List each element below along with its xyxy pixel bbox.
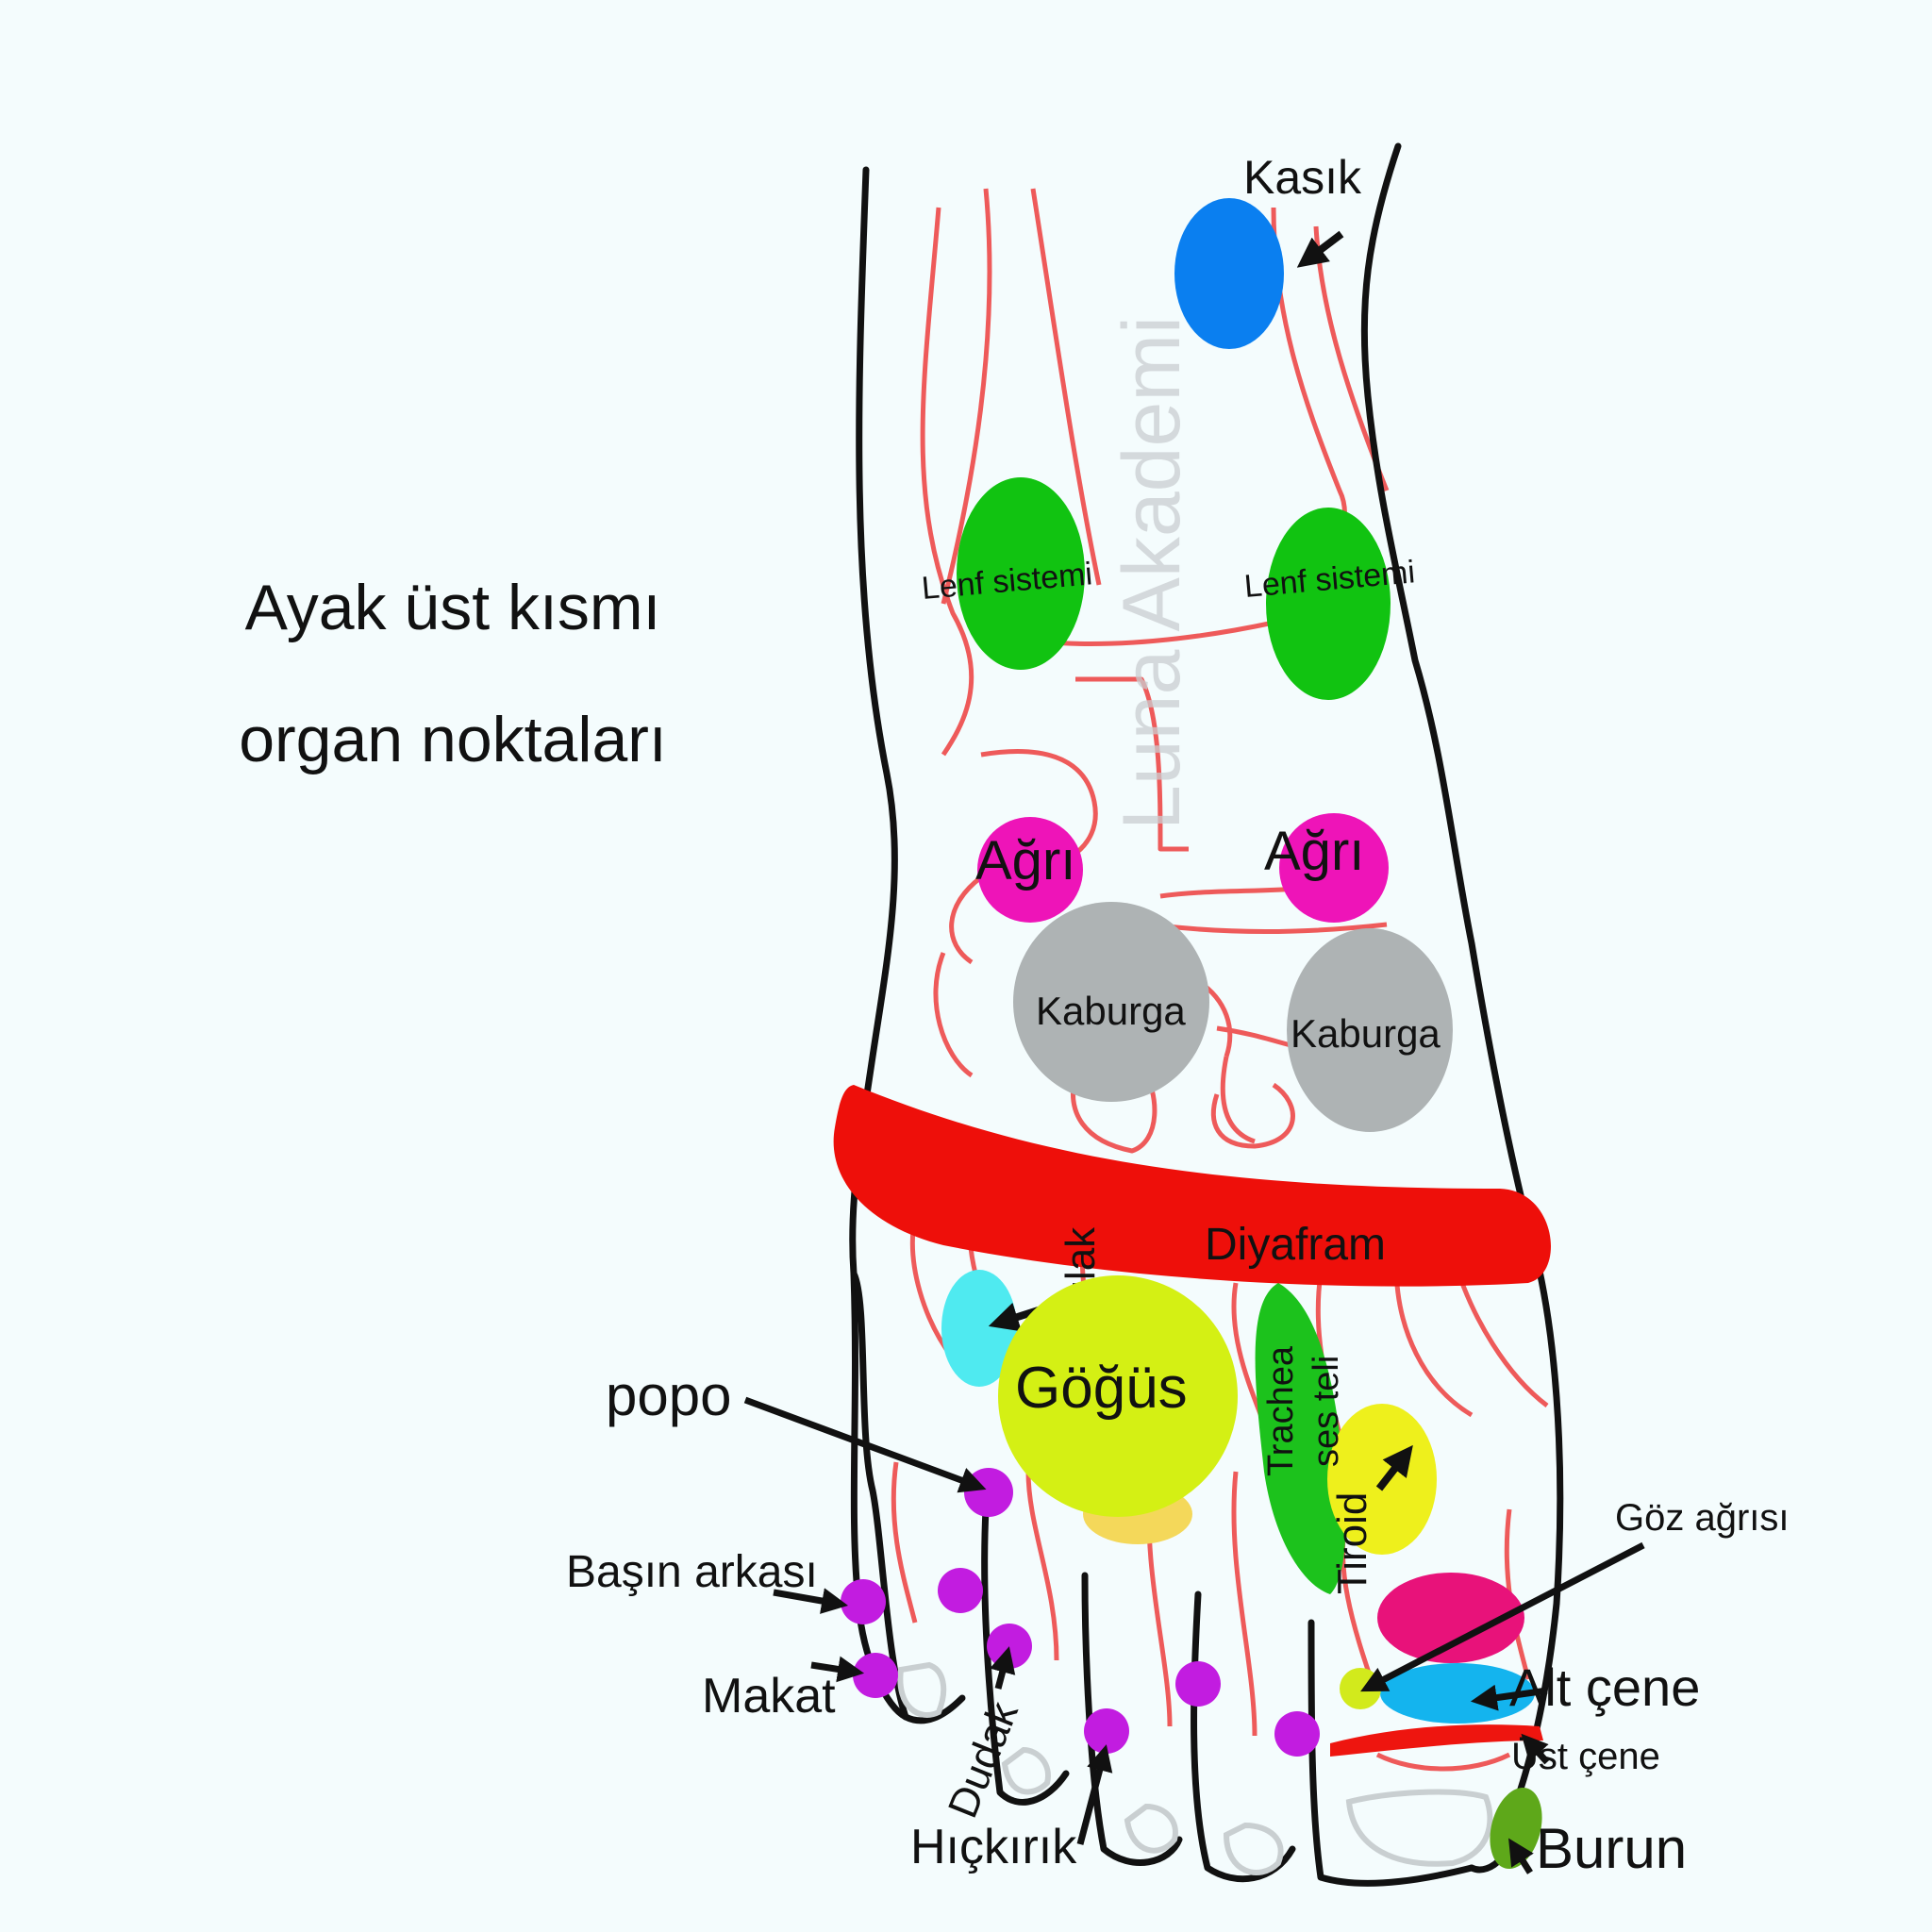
tiroid-arrow <box>1375 1444 1413 1491</box>
kasik-arrow <box>1296 230 1344 268</box>
kaburga-zone-right <box>1287 928 1453 1132</box>
kaburga-label-left: Kaburga <box>1036 989 1186 1033</box>
makat-arrow <box>810 1656 865 1683</box>
basin-arkasi-label: Başın arkası <box>566 1547 818 1597</box>
popo-label: popo <box>606 1364 731 1427</box>
agri-label-right: Ağrı <box>1264 821 1364 882</box>
goz-agrisi-arrow <box>1360 1541 1645 1692</box>
watermark-text: Luna Akademi <box>1107 316 1197 830</box>
diyafram-band <box>833 1085 1551 1287</box>
kasik-zone <box>1174 198 1284 349</box>
toe-point-4 <box>1274 1711 1320 1757</box>
popo-point <box>964 1468 1013 1517</box>
ust-cene-label: Üst çene <box>1511 1736 1660 1777</box>
page-title-line2: organ noktaları <box>239 704 667 775</box>
kaburga-zone-left <box>1013 902 1209 1102</box>
basin-arkasi-point-1 <box>841 1579 886 1624</box>
page-title-line1: Ayak üst kısmı <box>244 572 661 643</box>
basin-arkasi-arrow <box>773 1588 849 1614</box>
makat-point <box>853 1653 898 1698</box>
toe-nails <box>897 1661 1493 1875</box>
dudak-arrow <box>990 1646 1016 1690</box>
alt-cene-label: Alt çene <box>1509 1657 1700 1717</box>
popo-arrow <box>743 1396 987 1493</box>
burun-label: Burun <box>1536 1817 1687 1880</box>
lenf-zone-left <box>957 477 1085 670</box>
gogus-zone <box>998 1275 1238 1517</box>
ses-teli-label: ses teli <box>1307 1356 1346 1467</box>
dudak-point <box>987 1624 1032 1669</box>
alt-cene-arrow <box>1470 1684 1548 1711</box>
gogus-label: Göğüs <box>1015 1356 1188 1421</box>
agri-zone-right <box>1279 813 1389 923</box>
hickirik-point <box>1084 1708 1129 1754</box>
toe-point-3 <box>1175 1661 1221 1707</box>
ic-kulak-zone <box>941 1270 1017 1387</box>
ust-cene-arrow <box>1521 1733 1550 1765</box>
hickirik-label: Hıçkırık <box>910 1820 1077 1874</box>
kasik-label: Kasık <box>1243 151 1362 204</box>
agri-zone-left <box>977 817 1083 923</box>
kaburga-label-right: Kaburga <box>1291 1011 1441 1056</box>
ust-cene-band <box>1330 1724 1543 1757</box>
bone-outlines <box>891 188 1549 1772</box>
makat-label: Makat <box>702 1669 836 1724</box>
hickirik-arrow <box>1076 1744 1113 1845</box>
lenf-zone-right <box>1266 508 1391 700</box>
tiroid-label: Tiroid <box>1329 1492 1375 1594</box>
goz-agrisi-point <box>1340 1668 1381 1709</box>
trachea-zone <box>1255 1283 1346 1594</box>
pink-zone <box>1377 1573 1524 1663</box>
burun-arrow <box>1508 1838 1534 1874</box>
basin-arkasi-point-2 <box>938 1568 983 1613</box>
diyafram-label: Diyafram <box>1205 1220 1386 1270</box>
trachea-label: Trachea <box>1261 1345 1301 1476</box>
agri-label-left: Ağrı <box>975 830 1075 891</box>
goz-agrisi-label: Göz ağrısı <box>1615 1497 1790 1539</box>
